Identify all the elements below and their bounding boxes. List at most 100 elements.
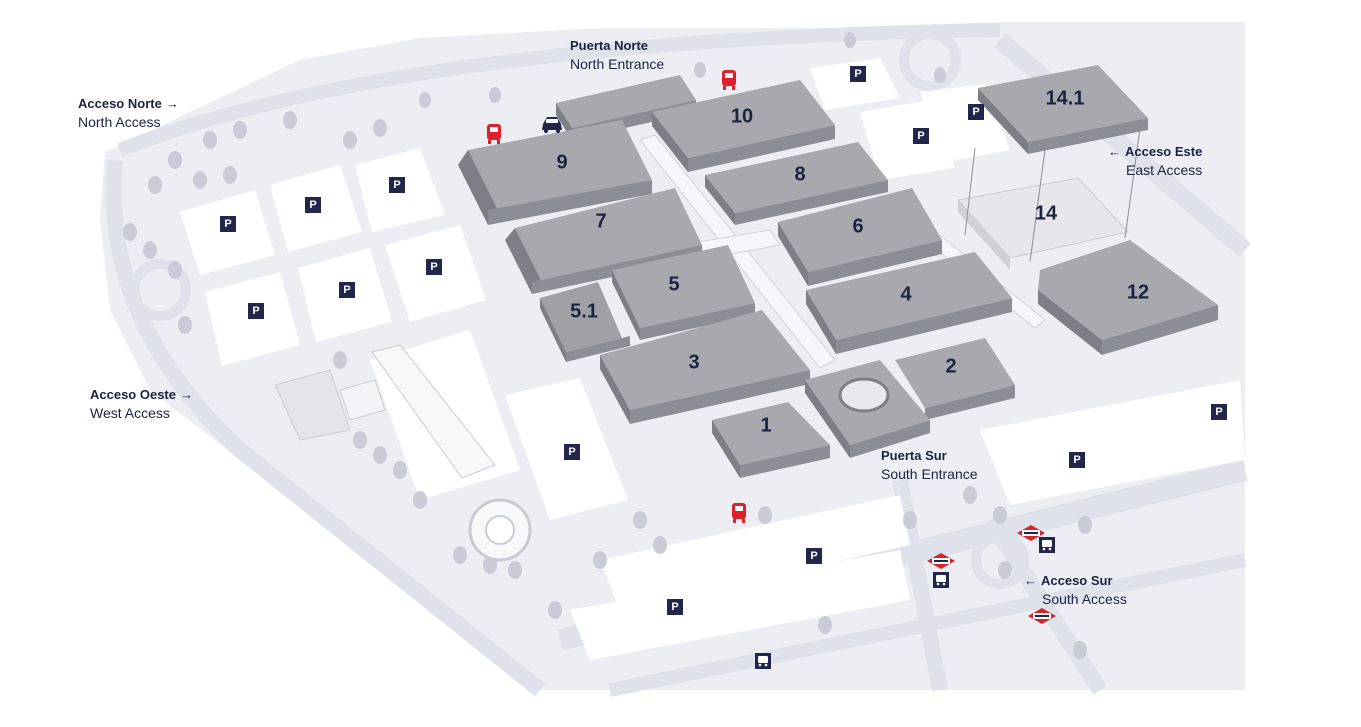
coach-bus-icon[interactable]: [487, 124, 501, 144]
arrow-right-icon: →: [180, 387, 193, 402]
connector-line: [1124, 127, 1141, 239]
parking-icon[interactable]: P: [806, 548, 822, 564]
north-access-label[interactable]: Acceso Norte→ North Access: [78, 95, 183, 131]
north-gate-subtitle: North Entrance: [570, 56, 665, 72]
metro-icon[interactable]: [927, 553, 955, 569]
hall-label: 7: [595, 210, 606, 232]
tree-icon: [1078, 516, 1092, 534]
city-bus-icon[interactable]: [755, 653, 771, 669]
tree-icon: [998, 561, 1012, 579]
tree-icon: [353, 431, 367, 449]
north-gate-label: Puerta Norte North Entrance: [570, 37, 664, 73]
west-access-label[interactable]: Acceso Oeste → West Access: [90, 386, 197, 422]
parking-icon[interactable]: P: [1211, 404, 1227, 420]
tree-icon: [694, 62, 706, 78]
tree-icon: [333, 351, 347, 369]
connector-line: [964, 147, 976, 236]
parking-icon[interactable]: P: [564, 444, 580, 460]
east-access-title: Acceso Este: [1125, 144, 1203, 159]
east-access-label[interactable]: ←Acceso Este East Access: [1104, 143, 1202, 179]
tree-icon: [818, 616, 832, 634]
north-gate-title: Puerta Norte: [570, 38, 649, 53]
roundabout-south: [971, 531, 1029, 589]
parking-icon[interactable]: P: [339, 282, 355, 298]
taxi-icon[interactable]: [542, 117, 562, 133]
arrow-right-icon: →: [165, 96, 179, 111]
metro-icon[interactable]: [1017, 525, 1045, 541]
tree-icon: [419, 92, 431, 108]
city-bus-icon[interactable]: [1039, 537, 1055, 553]
tree-icon: [373, 119, 387, 137]
parking-icon[interactable]: P: [913, 128, 929, 144]
parking-icon[interactable]: P: [850, 66, 866, 82]
halls: 10 9 8 7 6 5 5.1 4 3 2 1 14.1 14 12: [458, 65, 1218, 478]
central-hub-skylight: [838, 377, 890, 413]
parking-icon[interactable]: P: [248, 303, 264, 319]
coach-bus-icon[interactable]: [732, 503, 746, 523]
rotunda-inner: [485, 515, 515, 545]
parking-icon[interactable]: P: [389, 177, 405, 193]
parking-icon[interactable]: P: [220, 216, 236, 232]
coach-markers: [487, 70, 746, 523]
tree-icon: [993, 506, 1007, 524]
coach-bus-icon[interactable]: [722, 70, 736, 90]
city-bus-icon[interactable]: [933, 572, 949, 588]
tree-icon: [633, 511, 647, 529]
north-access-title: Acceso Norte: [78, 96, 162, 111]
hall-label: 2: [945, 355, 956, 377]
parking-icon[interactable]: P: [426, 259, 442, 275]
svg-text:P: P: [1215, 406, 1222, 418]
tree-icon: [653, 536, 667, 554]
tree-icon: [844, 32, 856, 48]
south-access-label[interactable]: ←Acceso Sur South Access: [1020, 572, 1127, 608]
lot: [600, 495, 910, 610]
svg-text:P: P: [252, 305, 259, 317]
north-access-subtitle: North Access: [78, 114, 161, 130]
tree-icon: [593, 551, 607, 569]
tree-icon: [178, 316, 192, 334]
trees: [123, 32, 1092, 659]
svg-text:P: P: [309, 199, 316, 211]
svg-text:P: P: [854, 68, 861, 80]
hall-label: 14.1: [1046, 87, 1085, 109]
tree-icon: [203, 131, 217, 149]
svg-text:P: P: [917, 130, 924, 142]
south-gate-subtitle: South Entrance: [881, 466, 978, 482]
west-access-title: Acceso Oeste: [90, 387, 176, 402]
hall-label: 5: [668, 273, 679, 295]
south-gate-title: Puerta Sur: [881, 448, 947, 463]
tree-icon: [168, 151, 182, 169]
hall-label: 12: [1127, 281, 1149, 303]
metro-icon[interactable]: [1028, 608, 1056, 624]
hall-5-1: [540, 282, 630, 362]
tree-icon: [1073, 641, 1087, 659]
tree-icon: [143, 241, 157, 259]
south-access-title: Acceso Sur: [1041, 573, 1113, 588]
west-access-subtitle: West Access: [90, 405, 170, 421]
west-buildings: [274, 344, 532, 562]
parking-icon[interactable]: P: [305, 197, 321, 213]
hall-label: 6: [852, 215, 863, 237]
central-hub: [805, 360, 930, 458]
roundabout-north: [899, 29, 961, 91]
lot: [810, 58, 900, 110]
hall-label: 8: [794, 163, 805, 185]
tree-icon: [903, 511, 917, 529]
tree-icon: [548, 601, 562, 619]
metro-markers: [927, 525, 1056, 624]
svg-text:P: P: [671, 601, 678, 613]
svg-text:P: P: [1073, 454, 1080, 466]
lot: [980, 380, 1245, 505]
parking-icon[interactable]: P: [1069, 452, 1085, 468]
lot: [570, 550, 910, 660]
svg-text:P: P: [224, 218, 231, 230]
parking-icon[interactable]: P: [968, 104, 984, 120]
svg-text:P: P: [393, 179, 400, 191]
parking-icon[interactable]: P: [667, 599, 683, 615]
svg-text:P: P: [972, 106, 979, 118]
south-access-subtitle: South Access: [1042, 591, 1127, 607]
svg-text:P: P: [343, 284, 350, 296]
west-road: [105, 159, 545, 697]
